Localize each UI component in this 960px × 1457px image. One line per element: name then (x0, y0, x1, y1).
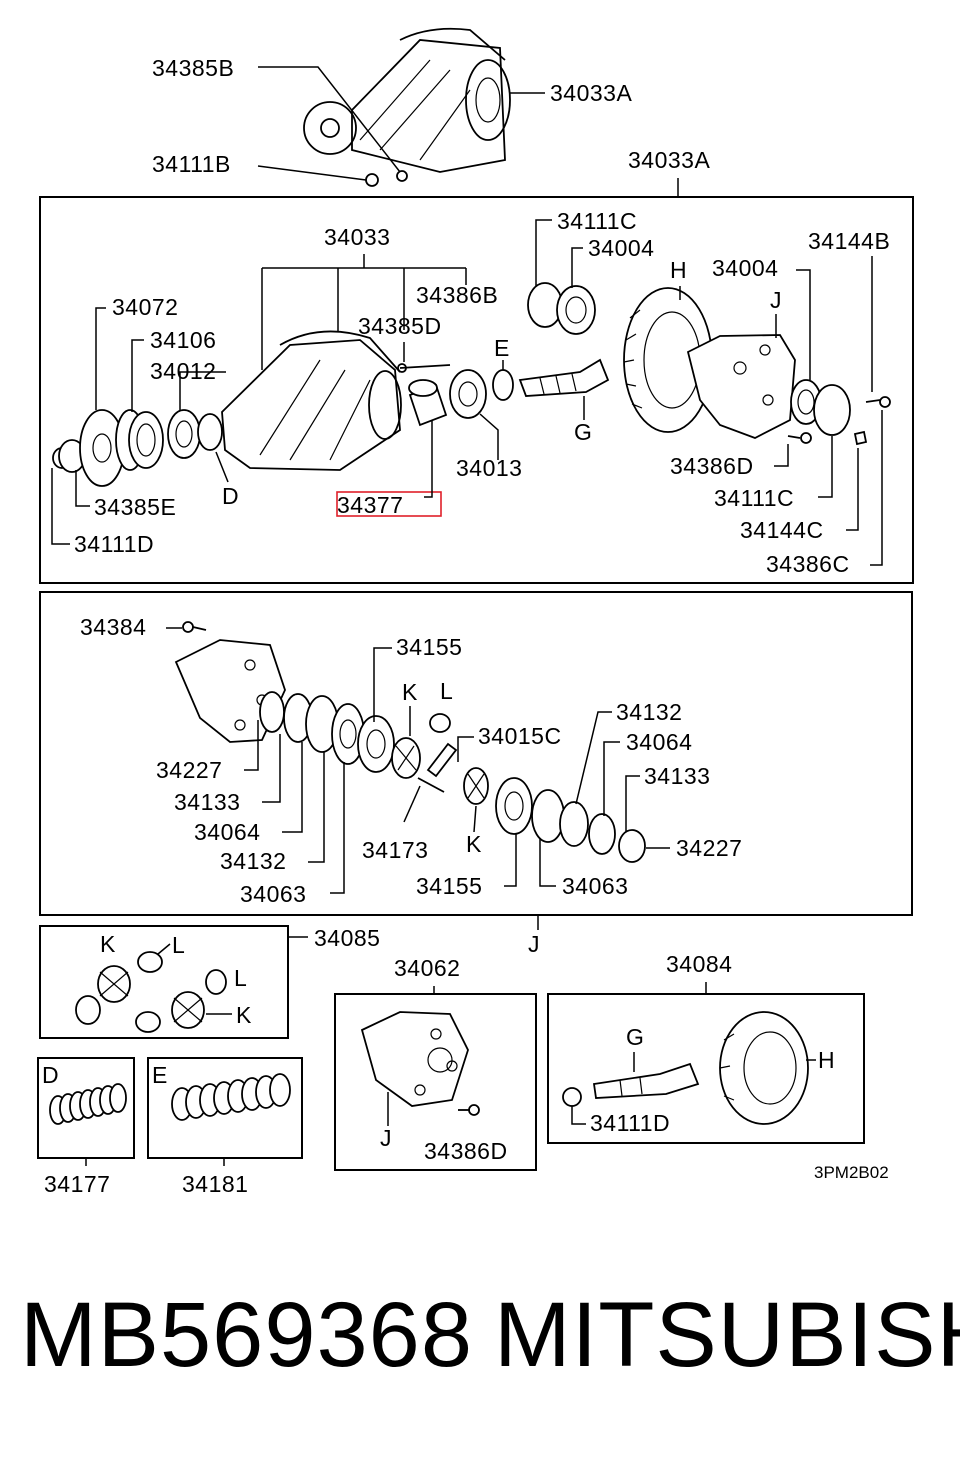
label-34177: 34177 (44, 1171, 110, 1197)
label-34064-left: 34064 (194, 819, 260, 845)
label-34111D-set: 34111D (590, 1110, 670, 1136)
brand-name: MITSUBISHI (494, 1284, 960, 1386)
highlight-box-34377 (336, 491, 442, 517)
label-34144B: 34144B (808, 228, 890, 254)
label-E-carrier: E (494, 335, 510, 361)
label-K-set-right: K (236, 1002, 252, 1028)
ring-pinion-labels: 34084 G H 34111D (571, 951, 835, 1136)
case-34062 (360, 1011, 480, 1116)
gear-set-labels: 34085 J K L L K (100, 915, 540, 1028)
label-34386C: 34386C (766, 551, 850, 577)
label-H-carrier: H (670, 257, 687, 283)
shim-kit-D (49, 1083, 127, 1125)
label-34155-bottom: 34155 (416, 873, 482, 899)
label-34063-right: 34063 (562, 873, 628, 899)
label-G-carrier: G (574, 419, 592, 445)
label-34377: 34377 (337, 492, 403, 518)
label-34072: 34072 (112, 294, 178, 320)
label-34033A-frame: 34033A (628, 147, 710, 173)
gear-set-34085 (75, 951, 227, 1033)
label-34064-right: 34064 (626, 729, 692, 755)
label-34085: 34085 (314, 925, 380, 951)
diagram-code: 3PM2B02 (814, 1163, 889, 1182)
label-34133-left: 34133 (174, 789, 240, 815)
label-34004-right: 34004 (712, 255, 778, 281)
label-L-set-top: L (172, 932, 185, 958)
label-34173: 34173 (362, 837, 428, 863)
label-34111C-bottom: 34111C (714, 485, 794, 511)
label-34084: 34084 (666, 951, 732, 977)
label-34004-top: 34004 (588, 235, 654, 261)
label-34106: 34106 (150, 327, 216, 353)
shim-kit-E (171, 1073, 291, 1121)
frame-differential (39, 591, 913, 916)
label-34012: 34012 (150, 358, 216, 384)
label-34144C: 34144C (740, 517, 824, 543)
label-34013: 34013 (456, 455, 522, 481)
label-34133-right: 34133 (644, 763, 710, 789)
label-34155-top: 34155 (396, 634, 462, 660)
label-K-top: K (402, 679, 418, 705)
label-34386D-carrier: 34386D (670, 453, 754, 479)
differential-exploded-parts (174, 621, 646, 863)
ring-pinion-34084 (562, 1011, 809, 1125)
label-34111B: 34111B (152, 151, 231, 177)
label-34132-left: 34132 (220, 848, 286, 874)
label-34227-left: 34227 (156, 757, 222, 783)
label-L-top: L (440, 678, 453, 704)
label-34111C-top: 34111C (557, 208, 637, 234)
label-34062: 34062 (394, 955, 460, 981)
label-K-set-top: K (100, 931, 116, 957)
label-34386B: 34386B (416, 282, 498, 308)
frame-34062 (334, 993, 537, 1171)
label-D-carrier: D (222, 483, 239, 509)
label-34384: 34384 (80, 614, 146, 640)
label-E-kit: E (152, 1062, 168, 1088)
label-34227-right: 34227 (676, 835, 742, 861)
label-34063-left: 34063 (240, 881, 306, 907)
label-H-set: H (818, 1047, 835, 1073)
label-L-set-right: L (234, 965, 247, 991)
label-34033A-top: 34033A (550, 80, 632, 106)
top-carrier-assembly (303, 27, 511, 187)
label-34111D-carrier: 34111D (74, 531, 154, 557)
label-J-case: J (380, 1125, 392, 1151)
frame-carrier (39, 196, 914, 584)
carrier-exploded-parts (52, 282, 891, 487)
label-K-bottom: K (466, 831, 482, 857)
label-D-kit: D (42, 1062, 59, 1088)
case-labels: 34062 J 34386D (380, 955, 508, 1164)
top-labels: 34385B 34033A 34111B 34033A (152, 55, 710, 197)
label-34033: 34033 (324, 224, 390, 250)
frame-34085 (39, 925, 289, 1039)
label-34385B: 34385B (152, 55, 234, 81)
label-G-set: G (626, 1024, 644, 1050)
frame-34181 (147, 1057, 303, 1159)
label-J-frame: J (528, 931, 540, 957)
differential-labels: 34384 34155 K L 34015C 34132 34064 34133… (80, 614, 742, 907)
label-34181: 34181 (182, 1171, 248, 1197)
label-34386D-case: 34386D (424, 1138, 508, 1164)
label-34132-right: 34132 (616, 699, 682, 725)
carrier-labels: 34033 34111C 34004 34144B H 34004 J 3438… (51, 208, 890, 577)
label-34385D: 34385D (358, 313, 442, 339)
label-34385E: 34385E (94, 494, 176, 520)
label-34015C: 34015C (478, 723, 562, 749)
label-J-carrier: J (770, 287, 782, 313)
part-number: MB569368 (20, 1284, 473, 1386)
